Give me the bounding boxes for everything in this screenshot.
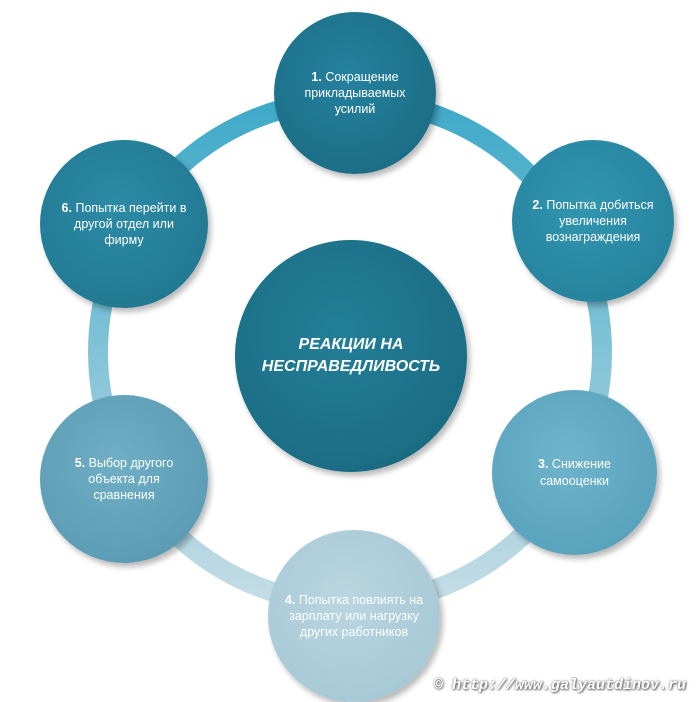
node-6: 6. Попытка перейти в другой отдел или фи…: [40, 140, 208, 308]
node-6-text: Попытка перейти в другой отдел или фирму: [74, 200, 187, 248]
node-3: 3. Снижение самооценки: [492, 390, 657, 555]
node-4-number: 4.: [284, 592, 296, 607]
center-node: РЕАКЦИИ НА НЕСПРАВЕДЛИВОСТЬ: [235, 240, 467, 472]
node-2-number: 2.: [532, 197, 543, 212]
watermark: © http://www.galyautdinov.ru: [433, 677, 686, 694]
node-1-number: 1.: [311, 69, 322, 84]
node-1-text: Сокращение прикладываемых усилий: [304, 69, 406, 117]
node-4-text: Попытка повлиять на зарплату или нагрузк…: [289, 592, 424, 640]
center-title-line2: НЕСПРАВЕДЛИВОСТЬ: [261, 358, 441, 375]
node-2-text: Попытка добиться увеличения вознагражден…: [545, 197, 654, 245]
node-6-number: 6.: [61, 200, 72, 215]
node-2: 2. Попытка добиться увеличения вознаграж…: [512, 140, 674, 302]
node-5: 5. Выбор другого объекта для сравнения: [40, 395, 208, 563]
center-title-line1: РЕАКЦИИ НА: [298, 336, 404, 354]
node-3-number: 3.: [538, 457, 549, 472]
node-4: 4. Попытка повлиять на зарплату или нагр…: [268, 530, 440, 702]
node-1: 1. Сокращение прикладываемых усилий: [274, 12, 436, 174]
node-5-number: 5.: [74, 455, 86, 470]
node-3-text: Снижение самооценки: [539, 457, 611, 488]
node-5-text: Выбор другого объекта для сравнения: [88, 455, 174, 503]
